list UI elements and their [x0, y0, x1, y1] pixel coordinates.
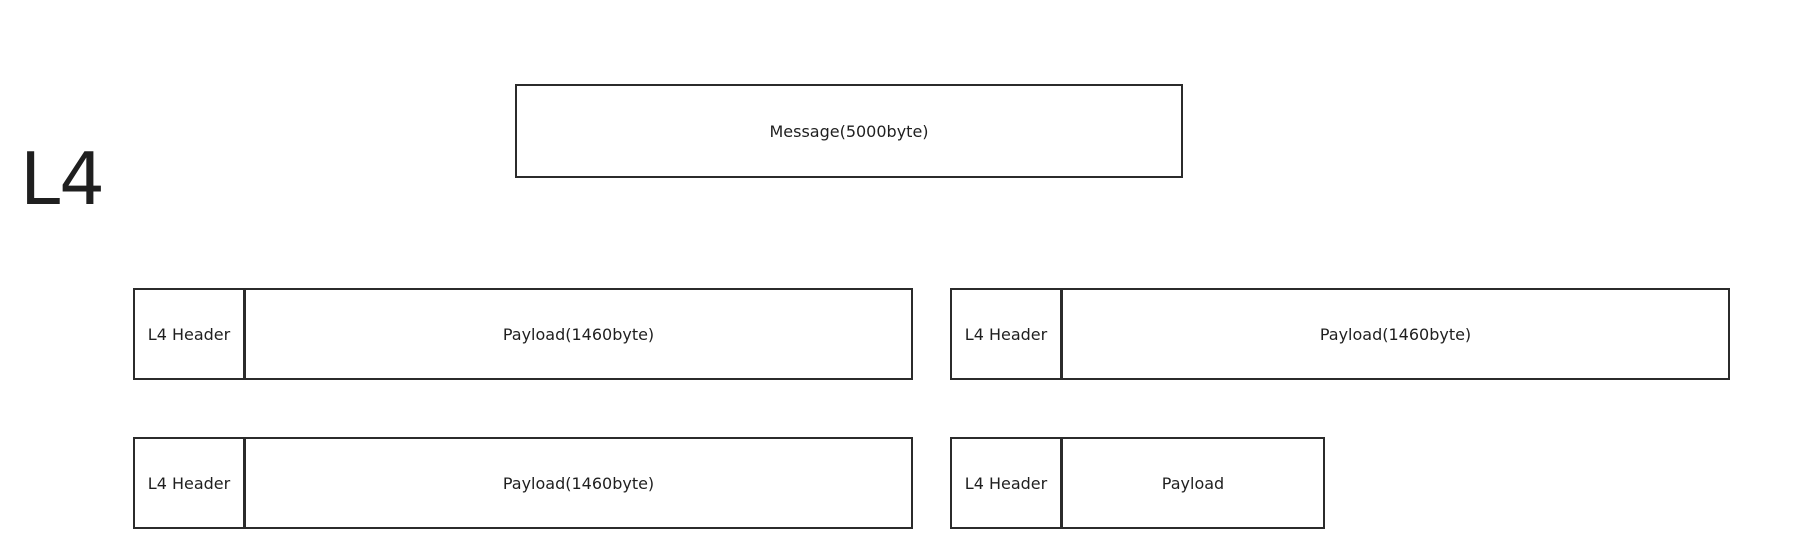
segment-row2-left: L4 Header Payload(1460byte) — [133, 437, 913, 529]
segment-row1-right-payload-label: Payload(1460byte) — [1319, 324, 1472, 344]
segment-row2-right-header-label: L4 Header — [964, 473, 1048, 493]
segment-row1-right-payload: Payload(1460byte) — [1061, 288, 1730, 380]
segment-row2-right: L4 Header Payload — [950, 437, 1325, 529]
segment-row2-left-header-label: L4 Header — [147, 473, 231, 493]
message-box: Message(5000byte) — [515, 84, 1183, 178]
segment-row2-right-payload-label: Payload — [1161, 473, 1225, 493]
segment-row2-right-payload: Payload — [1061, 437, 1325, 529]
message-box-label: Message(5000byte) — [769, 121, 929, 141]
segment-row1-left: L4 Header Payload(1460byte) — [133, 288, 913, 380]
segment-row1-left-payload: Payload(1460byte) — [244, 288, 913, 380]
segment-row1-left-payload-label: Payload(1460byte) — [502, 324, 655, 344]
segment-row1-left-header-label: L4 Header — [147, 324, 231, 344]
segment-row2-left-payload: Payload(1460byte) — [244, 437, 913, 529]
segment-row1-right-header: L4 Header — [950, 288, 1062, 380]
segment-row1-left-header: L4 Header — [133, 288, 245, 380]
layer-label-l4: L4 — [20, 137, 105, 221]
segment-row2-right-header: L4 Header — [950, 437, 1062, 529]
segment-row1-right-header-label: L4 Header — [964, 324, 1048, 344]
segment-row1-right: L4 Header Payload(1460byte) — [950, 288, 1730, 380]
segment-row2-left-header: L4 Header — [133, 437, 245, 529]
segment-row2-left-payload-label: Payload(1460byte) — [502, 473, 655, 493]
